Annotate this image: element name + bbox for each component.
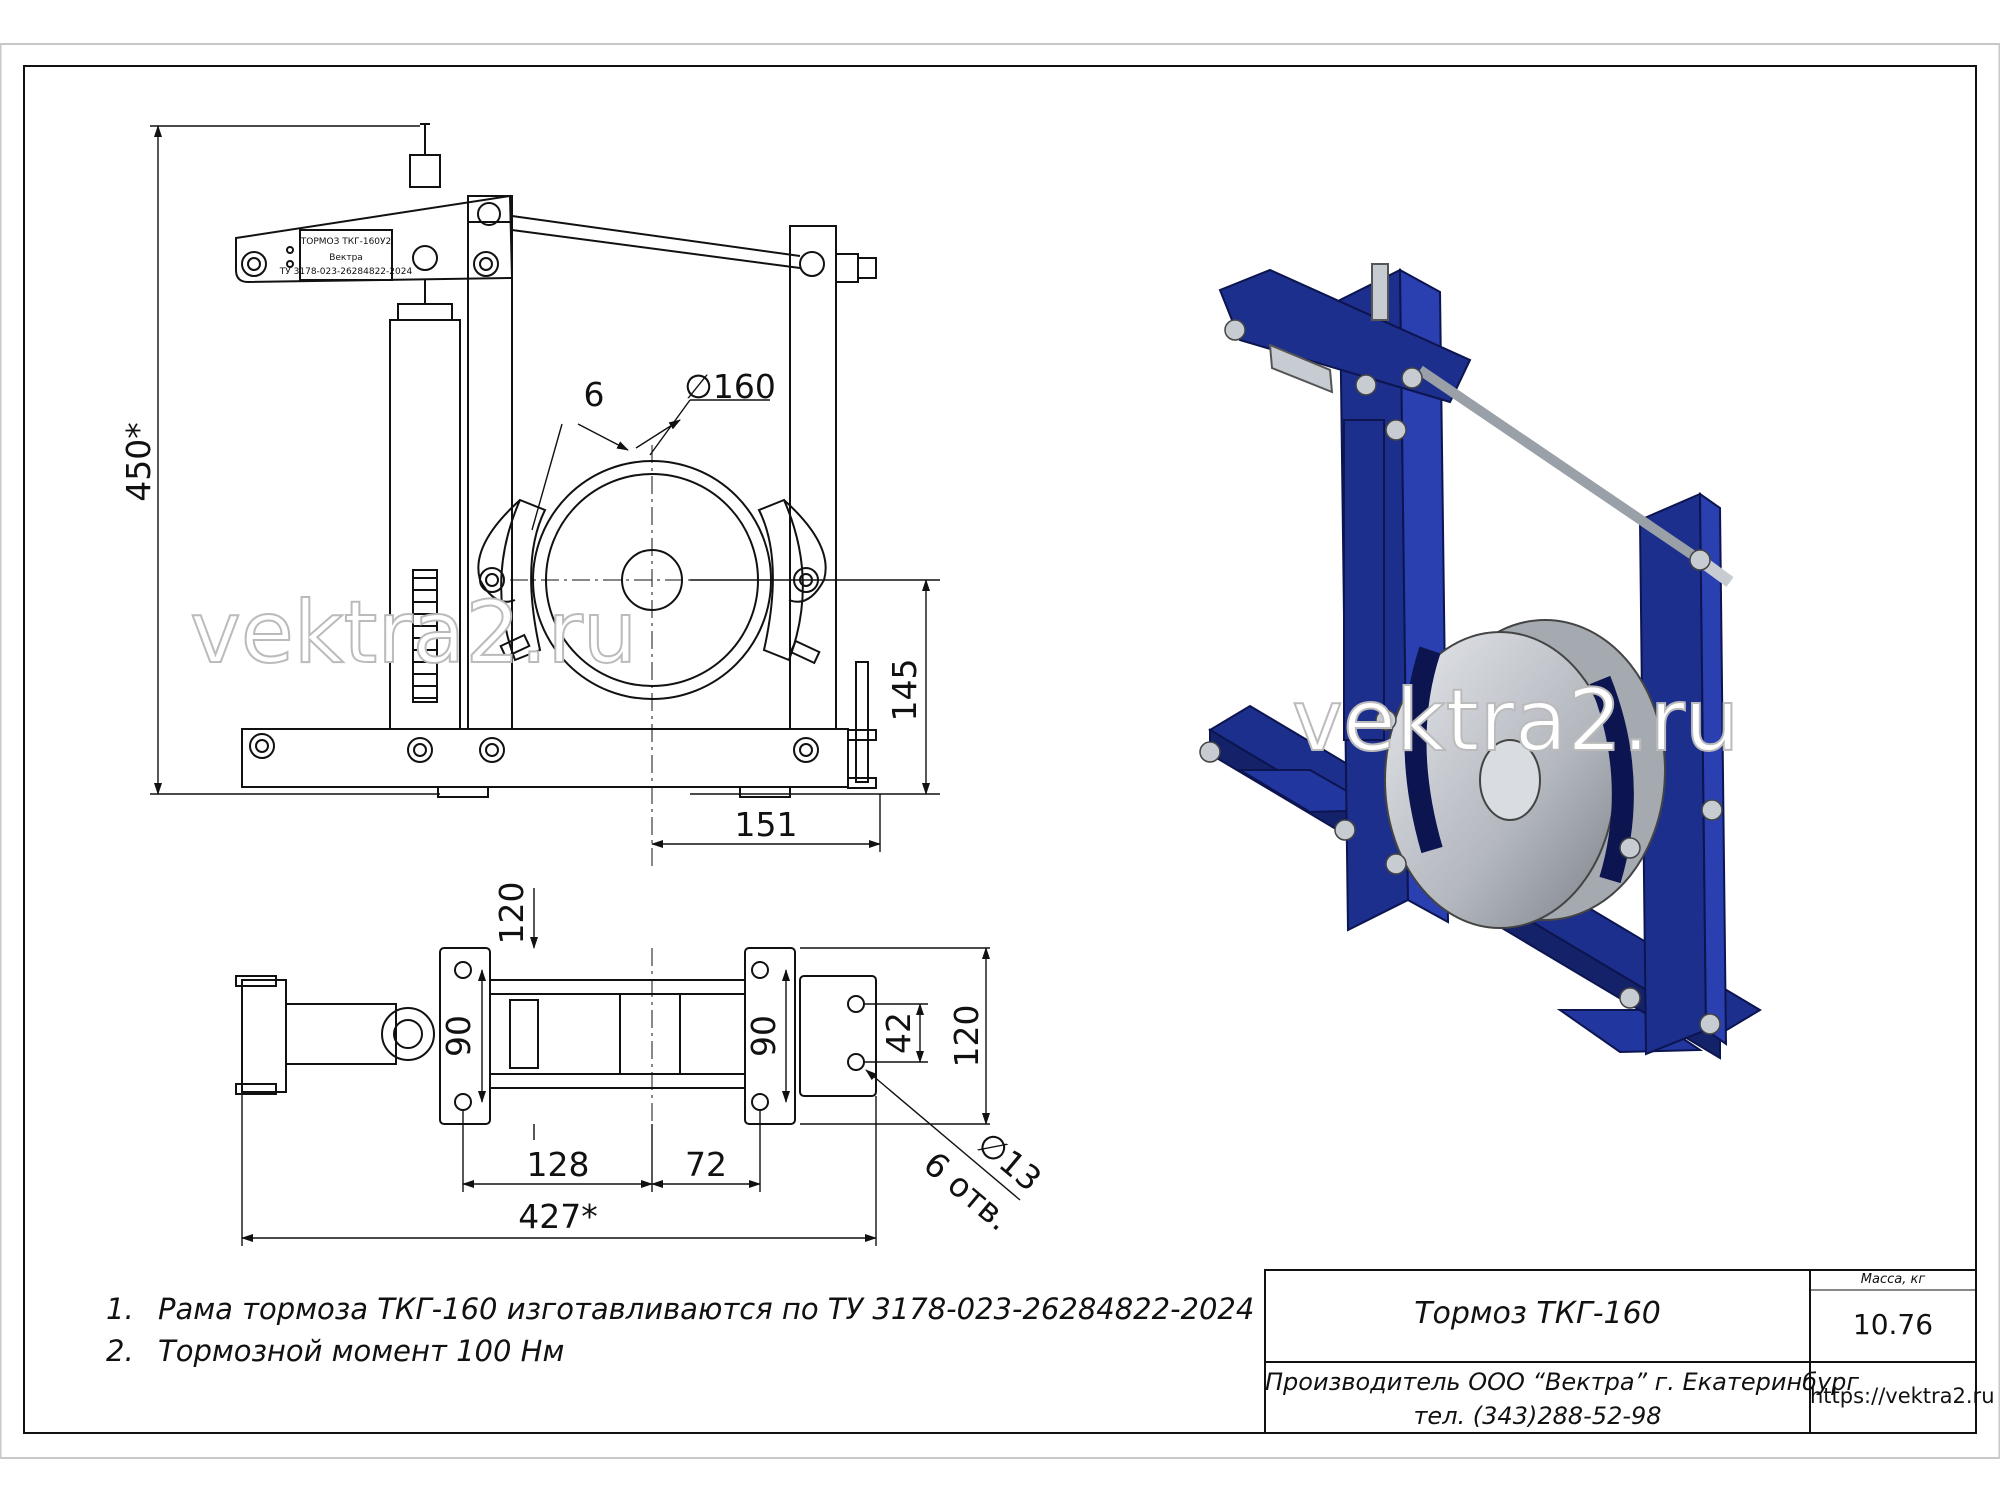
dim-axis-offset: 151 (735, 805, 798, 844)
dim-len-b: 72 (685, 1145, 727, 1184)
front-view (235, 123, 930, 866)
right-column (789, 225, 837, 730)
nameplate (299, 229, 393, 281)
iso-pull-rod (1417, 365, 1703, 565)
pull-rod (511, 215, 801, 257)
bolt-heads (241, 251, 821, 763)
top-lever (235, 194, 514, 284)
isometric-view (1199, 263, 1762, 1060)
note-1: 1. Рама тормоза ТКГ-160 изготавливаются п… (106, 1292, 1254, 1326)
nameplate-line2: Вектра (329, 253, 363, 263)
dim-base-width-top: 120 (492, 882, 531, 945)
product-title: Тормоз ТКГ-160 (1414, 1296, 1661, 1331)
note-1-text: Рама тормоза ТКГ-160 изготавливаются по … (158, 1292, 1255, 1326)
note-2-text: Тормозной момент 100 Нм (158, 1334, 565, 1368)
dim-drum-diameter: ∅160 (684, 367, 776, 406)
nameplate-line1: ТОРМОЗ ТКГ-160У2 (300, 237, 392, 247)
note-1-number: 1. (106, 1292, 134, 1326)
inner-border (23, 65, 1977, 1434)
dim-base-width-right: 120 (947, 1005, 986, 1068)
mass-value: 10.76 (1852, 1308, 1934, 1341)
watermark-left: vektra2.ru (190, 583, 637, 683)
note-2-number: 2. (106, 1334, 134, 1368)
dim-total-length: 427* (518, 1197, 598, 1236)
note-2: 2. Тормозной момент 100 Нм (106, 1334, 564, 1368)
watermark-right: vektra2.ru (1292, 671, 1739, 771)
dim-height: 450* (119, 422, 158, 502)
base-plate (241, 728, 849, 788)
dim-hole-spacing: 42 (879, 1012, 918, 1054)
plan-view (235, 947, 877, 1125)
front-dimensions (150, 125, 940, 852)
title-block (1264, 1269, 1977, 1434)
manufacturer: Производитель ООО “Вектра” г. Екатеринбу… (1265, 1368, 1859, 1396)
website: https://vektra2.ru (1810, 1384, 1995, 1408)
dim-axis-height: 145 (885, 659, 924, 722)
right-flange-plate (799, 975, 877, 1097)
left-shoe (500, 498, 547, 662)
phone: тел. (343)288-52-98 (1413, 1402, 1662, 1430)
right-shoe (757, 498, 804, 662)
plan-dimensions (241, 888, 1021, 1246)
dim-right-flange: 90 (744, 1015, 783, 1057)
nameplate-line3: ТУ 3178-023-26284822-2024 (279, 267, 413, 277)
dim-left-flange: 90 (439, 1015, 478, 1057)
dim-shoe-gap: 6 (584, 375, 605, 414)
mass-label: Масса, кг (1860, 1272, 1926, 1287)
dim-len-a: 128 (527, 1145, 590, 1184)
